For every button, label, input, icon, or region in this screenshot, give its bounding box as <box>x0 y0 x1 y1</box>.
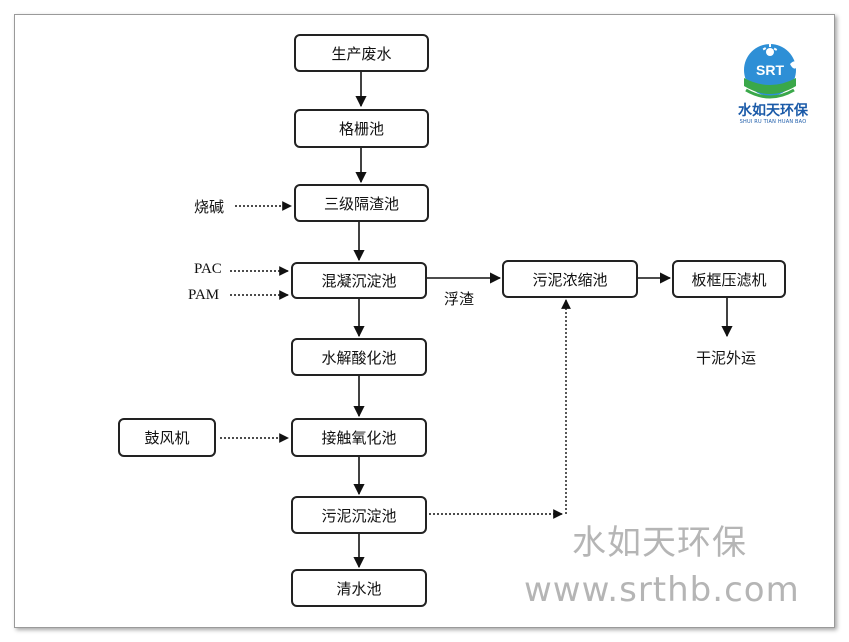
label-pam: PAM <box>188 287 220 303</box>
node-hydrolysis: 水解酸化池 <box>291 338 427 376</box>
label-dry-sludge: 干泥外运 <box>696 349 757 367</box>
label-pac: PAC <box>194 261 222 277</box>
logo-name: 水如天环保 <box>738 103 808 119</box>
node-wastewater: 生产废水 <box>294 34 429 72</box>
srt-logo-icon: SRT <box>744 44 798 99</box>
logo-mark: SRT <box>756 62 784 78</box>
node-contact-oxidation: 接触氧化池 <box>291 418 427 457</box>
node-sludge-thickening: 污泥浓缩池 <box>502 260 638 298</box>
logo-pinyin: SHUI RU TIAN HUAN BAO <box>739 119 807 125</box>
node-filter-press: 板框压滤机 <box>672 260 786 298</box>
label-scum: 浮渣 <box>444 290 475 308</box>
watermark-name: 水如天环保 <box>572 523 747 563</box>
node-coagulation: 混凝沉淀池 <box>291 262 427 299</box>
node-slag-tank: 三级隔渣池 <box>294 184 429 222</box>
node-blower: 鼓风机 <box>118 418 216 457</box>
node-clear-water: 清水池 <box>291 569 427 607</box>
watermark-url: www.srthb.com <box>524 570 800 610</box>
node-sludge-settling: 污泥沉淀池 <box>291 496 427 534</box>
node-grille: 格栅池 <box>294 109 429 148</box>
label-alkali: 烧碱 <box>194 198 225 216</box>
